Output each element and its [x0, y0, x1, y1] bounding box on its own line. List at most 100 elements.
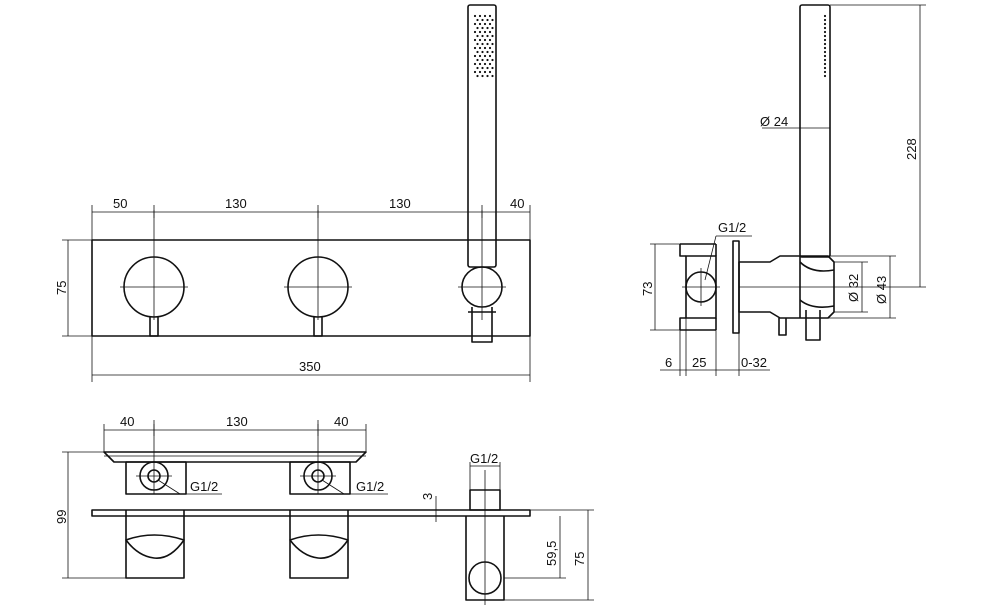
top-view: 40 130 40 G1/2 G1/2 99 3 — [54, 414, 531, 579]
shower-hole — [488, 14, 492, 18]
shower-hole-side — [823, 22, 827, 26]
dim-side-73: 73 — [640, 282, 655, 296]
shower-hole-side — [823, 38, 827, 42]
shower-hole — [476, 58, 479, 62]
dim-top-40-b: 40 — [334, 414, 348, 429]
dim-top-g12-left: G1/2 — [190, 479, 218, 494]
shower-hole-side — [823, 50, 827, 54]
dim-front-130-a: 130 — [225, 196, 247, 211]
shower-hole — [478, 54, 482, 58]
dim-front-75: 75 — [54, 281, 69, 295]
dim-side-g12: G1/2 — [718, 220, 746, 235]
shower-hole — [491, 58, 494, 62]
shower-hole — [478, 46, 482, 50]
top-knob-left — [125, 510, 185, 579]
shower-hole — [478, 30, 482, 34]
dim-front-130-b: 130 — [389, 196, 411, 211]
shower-hole — [488, 70, 492, 74]
shower-hole — [476, 42, 479, 46]
shower-hole — [481, 26, 484, 30]
shower-hole — [483, 54, 487, 58]
shower-hole — [488, 54, 492, 58]
side-outlet — [805, 310, 821, 341]
top-plate-cap — [103, 451, 367, 463]
shower-outlet-front — [471, 307, 493, 343]
dim-front-40: 40 — [510, 196, 524, 211]
shower-hole — [481, 74, 484, 78]
shower-hole — [486, 66, 489, 70]
side-view: Ø 24 228 G1/2 73 Ø 32 Ø 43 6 25 0-32 — [640, 4, 926, 376]
shower-hole-side — [823, 14, 827, 18]
shower-hole-side — [823, 66, 827, 70]
shower-hole — [481, 18, 484, 22]
dim-side-dia24: Ø 24 — [760, 114, 788, 129]
dim-top-3: 3 — [420, 493, 435, 500]
dim-front-350: 350 — [299, 359, 321, 374]
front-view: 50 130 130 40 350 75 — [54, 4, 531, 382]
shower-hole — [473, 38, 477, 42]
shower-hole — [478, 22, 482, 26]
shower-hole — [483, 70, 487, 74]
shower-hole — [473, 30, 477, 34]
dim-side-6: 6 — [665, 355, 672, 370]
shower-hole-side — [823, 18, 827, 22]
dim-outlet-g12: G1/2 — [470, 451, 498, 466]
shower-hole — [491, 66, 494, 70]
shower-hole — [491, 74, 494, 78]
shower-hole-side — [823, 26, 827, 30]
shower-hole — [473, 62, 477, 66]
shower-hole — [491, 18, 494, 22]
shower-hole — [483, 62, 487, 66]
shower-hole — [481, 34, 484, 38]
front-lever-left — [149, 317, 159, 337]
shower-hole — [488, 22, 492, 26]
shower-hole — [481, 42, 484, 46]
shower-hole — [481, 58, 484, 62]
top-knob-right — [289, 510, 349, 579]
shower-hole — [476, 34, 479, 38]
shower-hole — [486, 58, 489, 62]
shower-hole-side — [823, 54, 827, 58]
shower-hole — [491, 26, 494, 30]
side-lever-small — [778, 318, 787, 336]
shower-hole — [486, 50, 489, 54]
shower-hole-side — [823, 34, 827, 38]
shower-hole — [478, 62, 482, 66]
shower-hole — [476, 66, 479, 70]
shower-head-holes — [473, 14, 494, 78]
dim-outlet-59-5: 59,5 — [544, 541, 559, 566]
shower-hole-side — [823, 46, 827, 50]
dim-side-0-32: 0-32 — [741, 355, 767, 370]
dim-side-228: 228 — [904, 138, 919, 160]
shower-hole-side — [823, 62, 827, 66]
dim-side-dia32: Ø 32 — [846, 274, 861, 302]
shower-hole-side — [823, 70, 827, 74]
shower-hole — [473, 22, 477, 26]
shower-hole — [478, 14, 482, 18]
shower-hole — [486, 18, 489, 22]
dim-top-99: 99 — [54, 510, 69, 524]
shower-hole — [483, 30, 487, 34]
shower-hole — [481, 66, 484, 70]
shower-hole — [476, 18, 479, 22]
shower-hole — [473, 70, 477, 74]
shower-hole — [476, 74, 479, 78]
shower-hole — [488, 46, 492, 50]
dim-outlet-75: 75 — [572, 552, 587, 566]
front-plate — [91, 239, 531, 337]
shower-hole — [486, 34, 489, 38]
shower-hole-side — [823, 74, 827, 78]
shower-hole — [491, 50, 494, 54]
top-finish-plate — [91, 509, 531, 517]
shower-hole-side — [823, 42, 827, 46]
shower-hole — [483, 38, 487, 42]
shower-hole — [486, 26, 489, 30]
shower-hole — [473, 14, 477, 18]
side-cover-plate — [732, 240, 740, 334]
shower-hole — [473, 46, 477, 50]
shower-hole — [486, 42, 489, 46]
shower-hole — [488, 30, 492, 34]
shower-hole — [481, 50, 484, 54]
outlet-view: G1/2 59,5 75 — [465, 451, 594, 605]
